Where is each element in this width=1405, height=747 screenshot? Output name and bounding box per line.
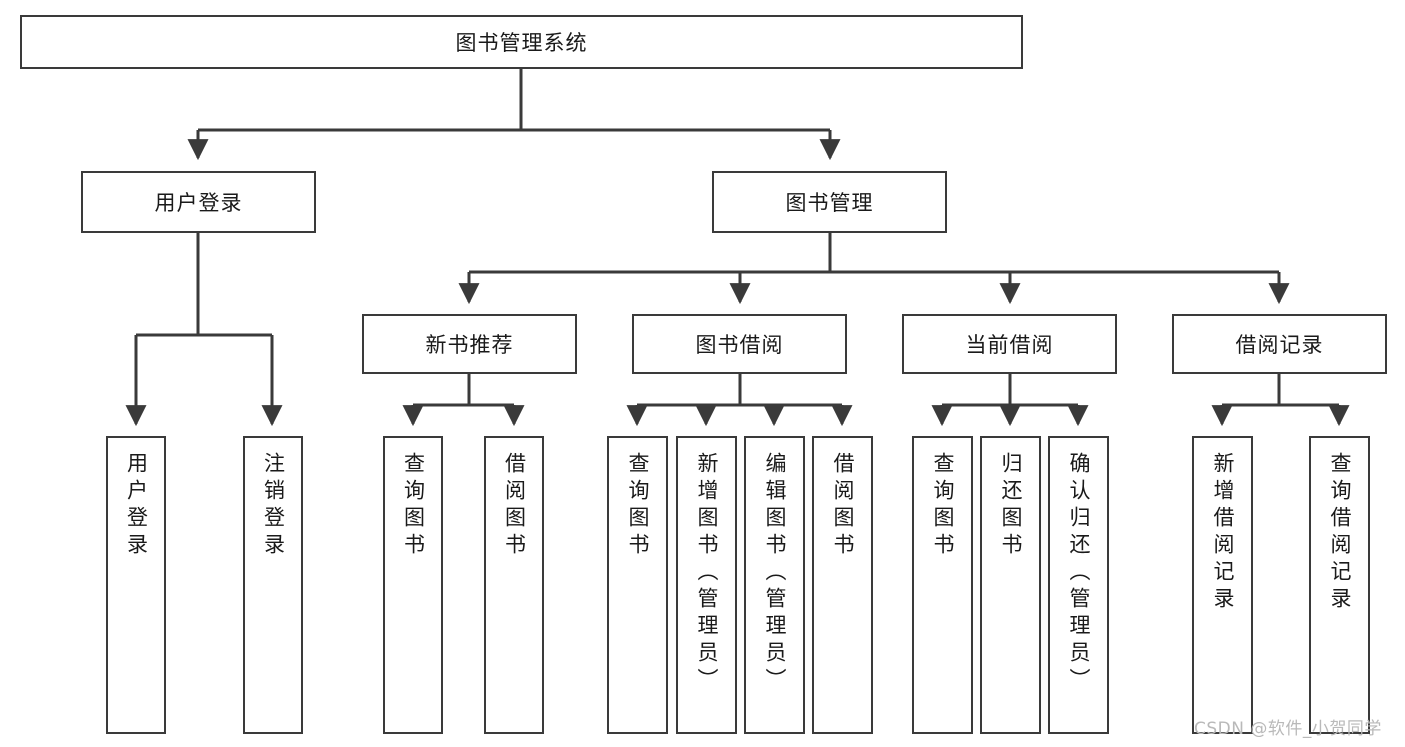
- leaf-book-borrow-edit[interactable]: 编辑图书（管理员）: [744, 436, 805, 734]
- node-label: 确认归还（管理员）: [1067, 452, 1091, 695]
- node-label: 图书借阅: [695, 333, 784, 357]
- node-label: 借阅记录: [1235, 333, 1324, 357]
- node-user-login[interactable]: 用户登录: [81, 171, 316, 233]
- node-label: 编辑图书（管理员）: [763, 452, 787, 695]
- node-current-borrow[interactable]: 当前借阅: [902, 314, 1117, 374]
- leaf-borrow-record-query[interactable]: 查询借阅记录: [1309, 436, 1370, 734]
- node-label: 注销登录: [261, 452, 286, 560]
- node-label: 查询图书: [931, 452, 955, 560]
- node-label: 借阅图书: [831, 452, 855, 560]
- node-label: 用户登录: [124, 452, 149, 560]
- node-label: 图书管理系统: [455, 31, 588, 55]
- leaf-new-book-borrow[interactable]: 借阅图书: [484, 436, 544, 734]
- node-label: 用户登录: [154, 191, 243, 215]
- leaf-book-borrow-borrow[interactable]: 借阅图书: [812, 436, 873, 734]
- leaf-user-login-login[interactable]: 用户登录: [106, 436, 166, 734]
- leaf-current-borrow-confirm[interactable]: 确认归还（管理员）: [1048, 436, 1109, 734]
- csdn-watermark: CSDN @软件_小贺同学: [1194, 719, 1382, 739]
- node-label: 新增图书（管理员）: [695, 452, 719, 695]
- node-label: 图书管理: [785, 191, 874, 215]
- leaf-current-borrow-return[interactable]: 归还图书: [980, 436, 1041, 734]
- node-label: 新书推荐: [425, 333, 514, 357]
- node-label: 查询借阅记录: [1328, 452, 1352, 614]
- node-label: 查询图书: [626, 452, 650, 560]
- leaf-user-login-logout[interactable]: 注销登录: [243, 436, 303, 734]
- node-label: 归还图书: [999, 452, 1023, 560]
- node-label: 当前借阅: [965, 333, 1054, 357]
- node-label: 查询图书: [401, 452, 426, 560]
- node-label: 新增借阅记录: [1211, 452, 1235, 614]
- leaf-current-borrow-query[interactable]: 查询图书: [912, 436, 973, 734]
- leaf-borrow-record-add[interactable]: 新增借阅记录: [1192, 436, 1253, 734]
- leaf-book-borrow-query[interactable]: 查询图书: [607, 436, 668, 734]
- node-book-management[interactable]: 图书管理: [712, 171, 947, 233]
- node-new-book-recommend[interactable]: 新书推荐: [362, 314, 577, 374]
- node-root-system[interactable]: 图书管理系统: [20, 15, 1023, 69]
- node-book-borrow[interactable]: 图书借阅: [632, 314, 847, 374]
- node-borrow-record[interactable]: 借阅记录: [1172, 314, 1387, 374]
- leaf-new-book-query[interactable]: 查询图书: [383, 436, 443, 734]
- node-label: 借阅图书: [502, 452, 527, 560]
- leaf-book-borrow-add[interactable]: 新增图书（管理员）: [676, 436, 737, 734]
